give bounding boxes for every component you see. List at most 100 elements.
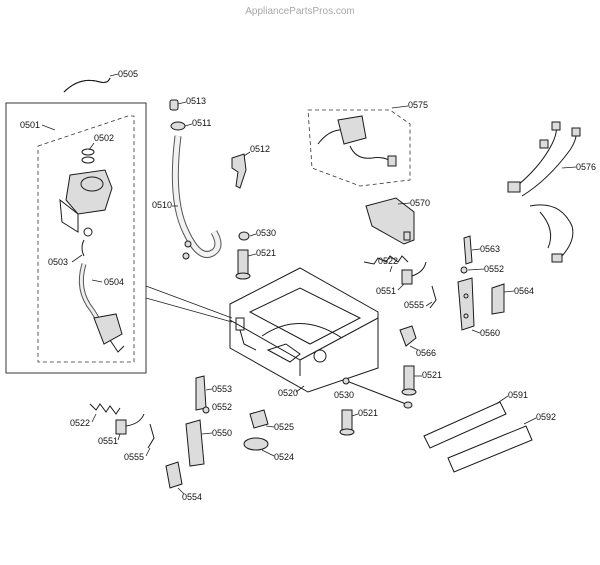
part-0591-panel[interactable] [423,401,507,449]
label-0563[interactable]: 0563 [480,244,500,254]
label-0560[interactable]: 0560 [480,328,500,338]
leader-0520 [295,385,305,393]
label-0524[interactable]: 0524 [274,452,294,462]
leader-0591 [495,395,509,405]
leader-0553 [205,388,213,391]
label-0555-top[interactable]: 0555 [404,300,424,310]
label-0566[interactable]: 0566 [416,348,436,358]
leader-0550 [201,432,213,435]
label-0512[interactable]: 0512 [250,144,270,154]
part-0552-pin-top[interactable] [460,266,468,274]
watermark: AppliancePartsPros.com [245,6,355,17]
part-0592-panel[interactable] [447,425,533,473]
leader-0555-bottom [145,447,151,457]
leader-0502 [88,142,95,151]
part-0511-clamp[interactable] [170,121,186,131]
part-0530-rod[interactable] [342,377,413,409]
label-0522-bottom[interactable]: 0522 [70,418,90,428]
leader-0504 [91,279,103,283]
part-0504-hose[interactable] [78,263,125,353]
label-0570[interactable]: 0570 [410,198,430,208]
label-0553[interactable]: 0553 [212,384,232,394]
label-0576[interactable]: 0576 [576,162,596,172]
leader-0555-top [425,301,433,307]
leader-0570 [397,202,411,205]
label-0552-top[interactable]: 0552 [484,264,504,274]
label-0511[interactable]: 0511 [192,118,211,128]
assembly-dashed-outline [37,115,135,363]
part-0550-bracket[interactable] [185,419,205,467]
part-0555-clip-bottom[interactable] [147,423,155,449]
label-0521-right[interactable]: 0521 [422,370,442,380]
leader-0521-top [247,253,257,257]
leader-0522-top [389,265,393,273]
part-0530-nut-top[interactable] [238,231,250,241]
leader-0522-bottom [91,413,97,423]
label-0591[interactable]: 0591 [508,390,528,400]
part-0560-bracket[interactable] [457,277,475,331]
label-0550[interactable]: 0550 [212,428,232,438]
leader-0552-top [467,268,485,271]
part-0552-pin-bottom[interactable] [202,406,210,414]
leader-0551-bottom [117,433,121,441]
part-0566-clip[interactable] [399,325,417,347]
leader-0554 [177,487,185,495]
label-0522-top[interactable]: 0522 [378,256,398,266]
part-0575-heater[interactable] [317,115,397,167]
leader-0525 [265,425,275,428]
label-0530-bottom[interactable]: 0530 [334,390,354,400]
part-0512-bracket[interactable] [231,153,247,189]
leader-0511 [184,123,193,127]
leader-0560 [471,329,481,334]
part-0551-sensor-top[interactable] [401,261,427,285]
part-0522-spring-top[interactable] [363,255,409,265]
part-0564-latch[interactable] [491,283,505,315]
label-0521-top[interactable]: 0521 [256,248,276,258]
label-0525[interactable]: 0525 [274,422,294,432]
part-0525-latch[interactable] [249,409,269,429]
part-0551-sensor-bottom[interactable] [115,413,145,435]
part-0510-hose[interactable] [171,135,222,260]
label-0521-bottom[interactable]: 0521 [358,408,378,418]
label-0554[interactable]: 0554 [182,492,202,502]
part-0575-outline [307,109,411,187]
part-0553-hinge[interactable] [195,375,207,411]
label-0503[interactable]: 0503 [48,257,68,267]
part-0554-clip[interactable] [165,461,183,489]
label-0513[interactable]: 0513 [186,96,206,106]
label-0552-bottom[interactable]: 0552 [212,402,232,412]
part-0503-wire[interactable] [81,239,85,257]
part-0570-cover[interactable] [365,197,415,245]
label-0551-bottom[interactable]: 0551 [98,436,118,446]
leader-0566 [409,345,419,351]
label-0551-top[interactable]: 0551 [376,286,396,296]
label-0510[interactable]: 0510 [152,200,172,210]
label-0575[interactable]: 0575 [408,100,428,110]
leader-0524 [261,449,275,457]
part-0502-pump[interactable] [59,148,113,237]
leader-0513 [177,101,187,105]
part-0576-wire-harness[interactable] [507,121,581,263]
part-0521-foot-right[interactable] [401,365,417,396]
label-0505[interactable]: 0505 [118,69,138,79]
part-0521-foot-bottom[interactable] [339,409,355,436]
label-0564[interactable]: 0564 [514,286,534,296]
part-0513-plug[interactable] [169,99,179,111]
label-0501[interactable]: 0501 [20,120,40,130]
label-0502[interactable]: 0502 [94,133,114,143]
part-0505-hose[interactable] [63,77,111,93]
part-0524-cap[interactable] [243,437,269,451]
label-0555-bottom[interactable]: 0555 [124,452,144,462]
label-0520[interactable]: 0520 [278,388,298,398]
label-0504[interactable]: 0504 [104,277,124,287]
part-0563-hinge[interactable] [463,235,473,265]
label-0530-top[interactable]: 0530 [256,228,276,238]
leader-0505 [109,73,119,77]
leader-0575 [391,105,409,109]
label-0592[interactable]: 0592 [536,412,556,422]
part-0520-base[interactable] [229,267,379,393]
part-0522-spring-bottom[interactable] [89,403,121,415]
part-0555-clip-top[interactable] [429,285,437,309]
leader-0530-top [249,233,257,237]
part-0521-foot-top[interactable] [235,249,251,280]
